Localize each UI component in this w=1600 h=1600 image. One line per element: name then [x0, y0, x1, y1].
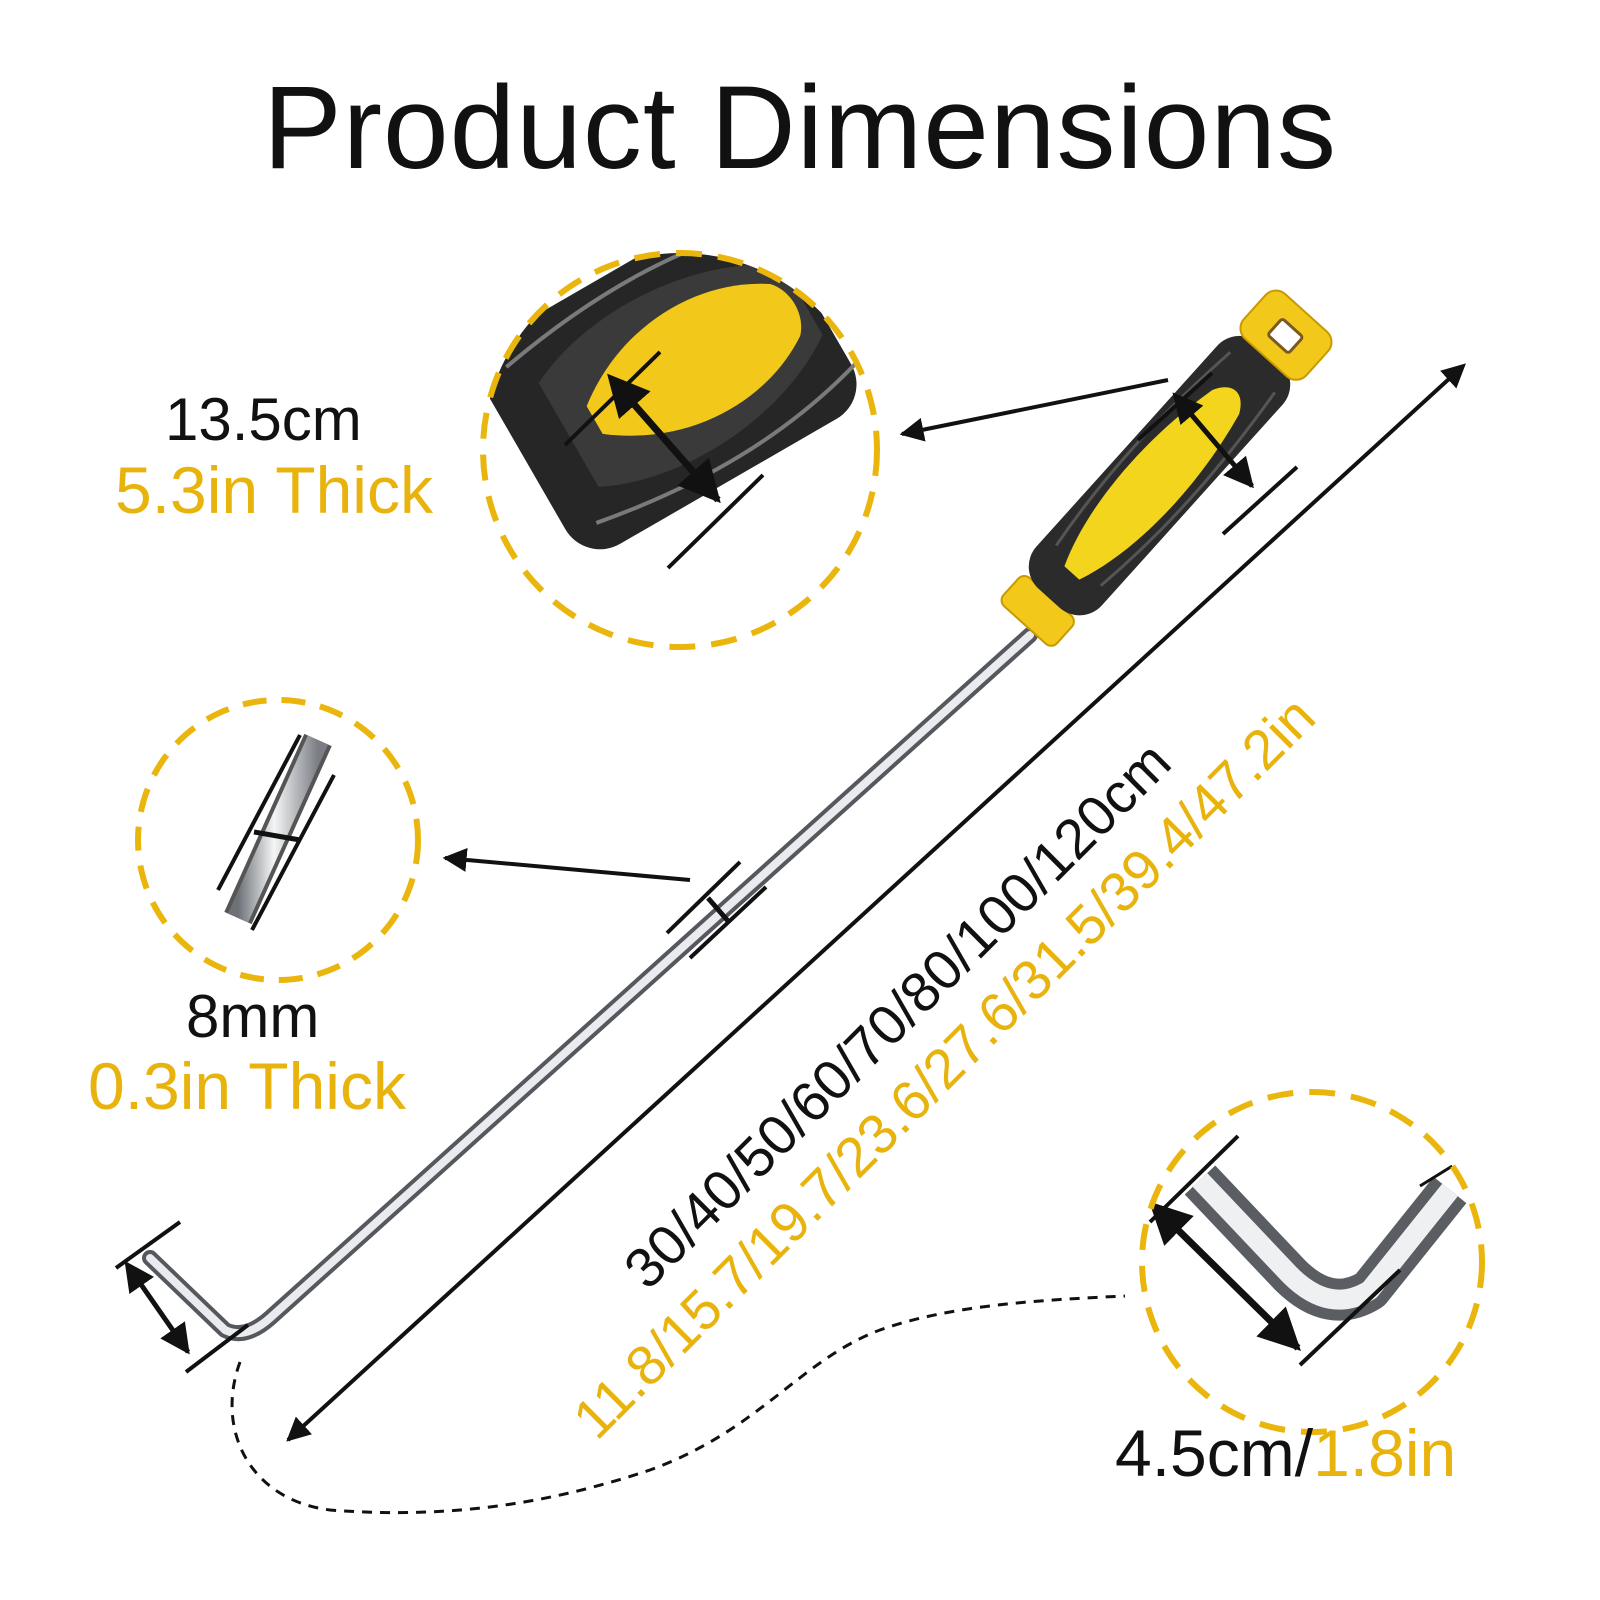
length-arrow: [286, 363, 1466, 1442]
page-title: Product Dimensions: [263, 62, 1337, 194]
hook-size-in: 1.8in: [1313, 1416, 1457, 1490]
hook-width-marker: [114, 1220, 250, 1374]
hook-size-label: 4.5cm/1.8in: [1115, 1415, 1456, 1491]
hook-zoom-circle: [1139, 1089, 1485, 1435]
handle-size-cm: 13.5cm: [165, 386, 362, 453]
tool-handle: [1000, 289, 1333, 647]
handle-zoom-circle: [480, 250, 880, 650]
handle-callout-arrow: [899, 378, 1169, 442]
shaft-callout-arrow: [442, 847, 691, 882]
shaft-size-in: 0.3in Thick: [88, 1049, 406, 1123]
shaft-size-mm: 8mm: [186, 983, 320, 1050]
shaft-zoom-circle: [135, 697, 421, 983]
handle-size-in: 5.3in Thick: [115, 453, 433, 527]
hook-size-cm: 4.5cm/: [1115, 1416, 1314, 1490]
steel-shaft: [142, 627, 1038, 1341]
hook-callout-dashed-link: [230, 1294, 1126, 1515]
